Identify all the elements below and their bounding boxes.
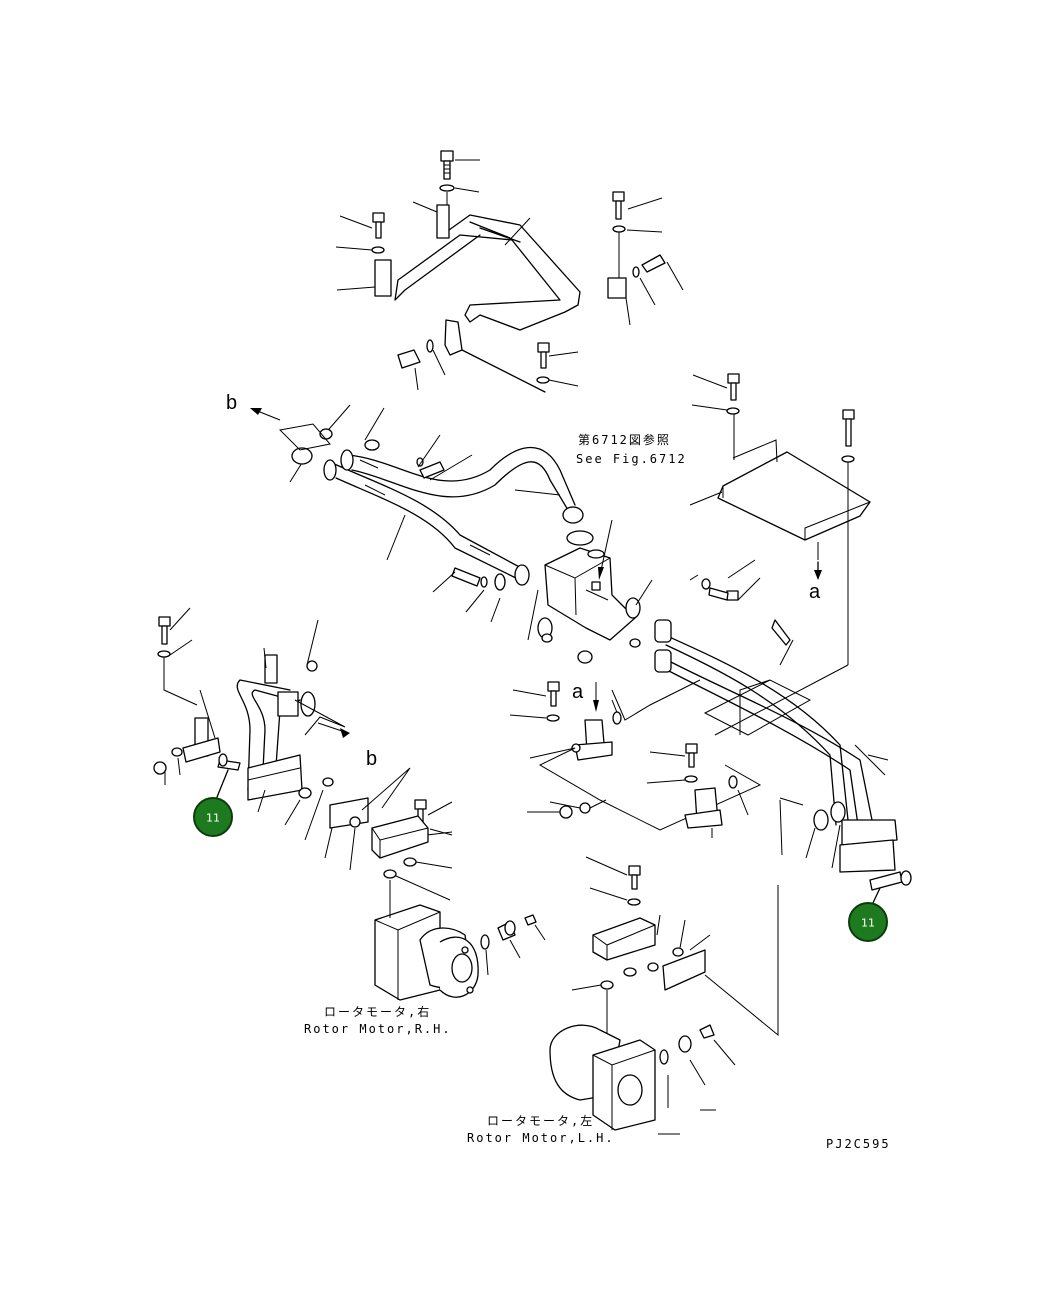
motor-lh-jp-label: ロータモータ,左 [487,1113,594,1128]
mid-brackets [509,679,762,838]
callout-11-right[interactable]: 11 [848,902,888,942]
reference-jp: 第6712図参照 [578,432,671,447]
marker-b-left: b [226,392,237,414]
motor-rh-en-label: Rotor Motor,R.H. [304,1022,452,1036]
cover-plate [689,373,871,665]
text-labels: 第6712図参照 See Fig.6712 b b a a ロータモータ,右 R… [226,392,891,1151]
marker-a-top: a [809,581,821,603]
motor-rh-jp-label: ロータモータ,右 [324,1004,431,1019]
callout-11-left[interactable]: 11 [193,797,233,837]
left-pipe-assembly [153,607,350,841]
reference-en: See Fig.6712 [576,452,687,466]
rotor-motor-lh [549,856,779,1135]
bolt [440,150,454,180]
marker-a-mid: a [572,681,584,703]
right-pipe-assembly [654,559,912,906]
central-valve [527,519,653,664]
figure-code: PJ2C595 [826,1137,891,1151]
hose-assembly [250,404,584,623]
marker-b-mid: b [366,748,377,770]
motor-lh-en-label: Rotor Motor,L.H. [467,1131,615,1145]
top-bracket-assembly [335,150,684,393]
rotor-motor-rh [324,767,546,1001]
